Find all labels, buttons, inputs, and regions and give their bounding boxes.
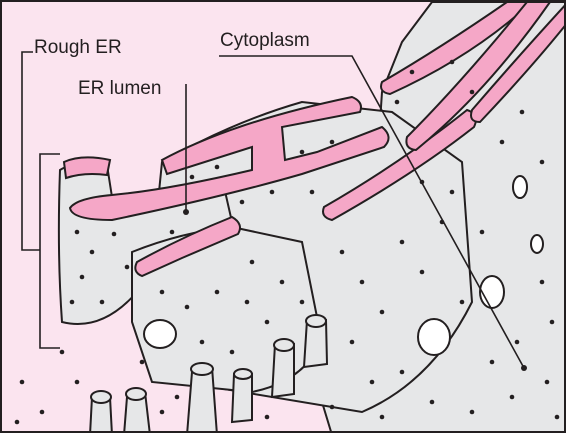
rough-er-bracket-inner <box>40 154 60 348</box>
rough-er-label: Rough ER <box>34 38 122 57</box>
cytoplasm-leader-dot <box>521 365 527 371</box>
cytoplasm-label: Cytoplasm <box>220 31 310 50</box>
lumen-strip-1 <box>64 157 110 178</box>
er-lumen-label: ER lumen <box>78 79 161 98</box>
er-lumen-leader-dot <box>183 209 189 215</box>
rough-er-bracket <box>22 52 40 250</box>
